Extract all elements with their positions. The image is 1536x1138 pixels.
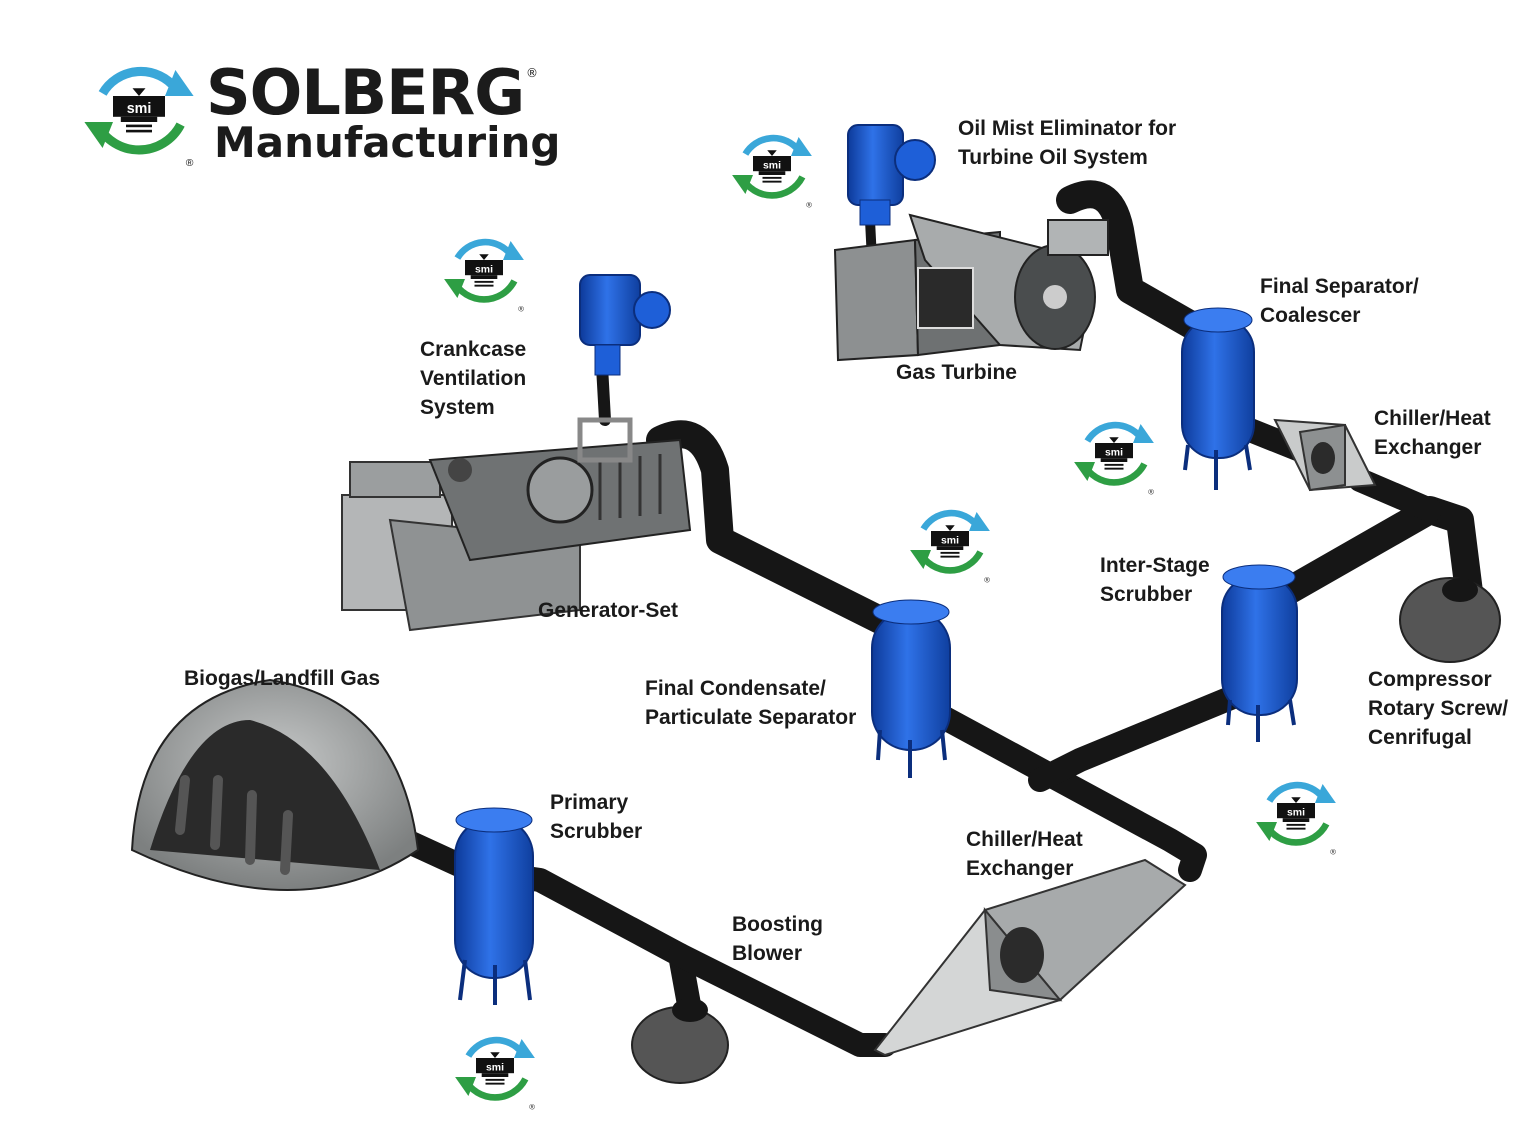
chiller-heat-exchanger-top xyxy=(1273,418,1377,492)
label-primary-scrubber: Primary Scrubber xyxy=(550,788,642,846)
smi-badge-icon xyxy=(910,512,990,584)
brand-registered-mark: ® xyxy=(526,66,538,80)
brand-name: SOLBERG xyxy=(206,56,525,129)
label-inter-stage-scrubber: Inter-Stage Scrubber xyxy=(1100,551,1210,609)
label-chiller-top: Chiller/Heat Exchanger xyxy=(1374,404,1491,462)
label-generator-set: Generator-Set xyxy=(538,599,679,622)
crankcase-ventilation-unit xyxy=(577,274,671,463)
brand-logo-icon xyxy=(84,70,193,169)
label-final-condensate: Final Condensate/ Particulate Separator xyxy=(645,674,856,732)
final-separator-coalescer-vessel xyxy=(1181,307,1255,490)
generator-set xyxy=(341,438,692,632)
brand-subtitle: Manufacturing xyxy=(214,118,561,167)
compressor-rotary-screw xyxy=(1399,577,1501,663)
boosting-blower xyxy=(631,998,729,1084)
label-line: Crankcase xyxy=(420,338,527,361)
label-line: Final Condensate/ xyxy=(645,677,826,700)
pipeline xyxy=(218,180,1484,1057)
label-line: Exchanger xyxy=(966,857,1074,880)
label-biogas: Biogas/Landfill Gas xyxy=(184,667,381,690)
label-line: Cenrifugal xyxy=(1368,726,1472,749)
label-chiller-bottom: Chiller/Heat Exchanger xyxy=(966,825,1083,883)
primary-scrubber-vessel xyxy=(454,807,534,1005)
label-final-separator: Final Separator/ Coalescer xyxy=(1260,272,1419,330)
final-condensate-separator-vessel xyxy=(871,599,951,778)
smi-badge-icon xyxy=(1256,784,1336,856)
label-compressor: Compressor Rotary Screw/ Cenrifugal xyxy=(1368,665,1508,752)
label-line: System xyxy=(420,396,495,419)
label-oil-mist-eliminator: Oil Mist Eliminator for Turbine Oil Syst… xyxy=(958,114,1176,172)
smi-badge-icon xyxy=(732,137,812,209)
label-line: Inter-Stage xyxy=(1100,554,1210,577)
smi-badge-icon xyxy=(455,1039,535,1111)
smi-badge-icon xyxy=(1074,424,1154,496)
smi-badge-icon xyxy=(444,241,524,313)
label-line: Chiller/Heat xyxy=(1374,407,1491,430)
label-gas-turbine: Gas Turbine xyxy=(896,361,1017,384)
biogas-dome xyxy=(130,678,420,891)
label-line: Scrubber xyxy=(550,820,643,843)
inter-stage-scrubber-vessel xyxy=(1221,564,1298,742)
label-line: Ventilation xyxy=(420,367,527,390)
label-line: Scrubber xyxy=(1100,583,1193,606)
label-crankcase-ventilation: Crankcase Ventilation System xyxy=(420,335,526,422)
label-line: Compressor xyxy=(1368,668,1492,691)
oil-mist-eliminator-unit xyxy=(847,124,936,226)
label-line: Final Separator/ xyxy=(1260,275,1419,298)
label-line: Coalescer xyxy=(1260,304,1361,327)
chiller-heat-exchanger-bottom xyxy=(873,858,1187,1057)
label-line: Primary xyxy=(550,791,629,814)
label-line: Exchanger xyxy=(1374,436,1482,459)
label-line: Rotary Screw/ xyxy=(1368,697,1509,720)
label-line: Turbine Oil System xyxy=(958,146,1148,169)
gas-turbine xyxy=(833,213,1109,362)
label-line: Oil Mist Eliminator for xyxy=(958,117,1177,140)
label-line: Particulate Separator xyxy=(645,706,857,729)
label-line: Chiller/Heat xyxy=(966,828,1083,851)
label-line: Boosting xyxy=(732,913,823,936)
label-line: Blower xyxy=(732,942,803,965)
label-boosting-blower: Boosting Blower xyxy=(732,910,823,968)
